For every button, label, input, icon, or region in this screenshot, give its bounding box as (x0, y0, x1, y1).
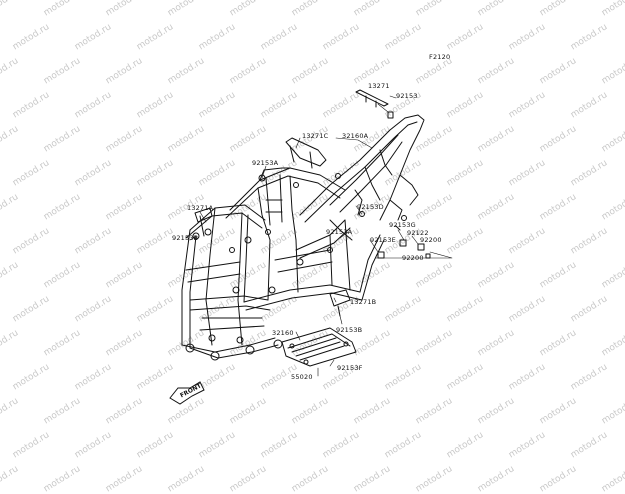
label-92153g: 92153G (389, 221, 416, 229)
label-92153d: 92153D (357, 203, 384, 211)
watermark-text: motod.ru (290, 464, 331, 494)
label-92153b-low: 92153B (336, 326, 363, 334)
label-92122: 92122 (407, 229, 429, 237)
main-upper-tubes (225, 167, 346, 241)
label-92153a-mid: 92153A (326, 228, 353, 236)
label-13271: 13271 (368, 82, 390, 90)
label-32160: 32160 (272, 329, 294, 337)
frame-fittings (185, 173, 407, 361)
label-13271b: 13271B (350, 298, 377, 306)
watermark-text: motod.ru (414, 464, 455, 494)
label-92153: 92153 (396, 92, 418, 100)
watermark-text: motod.ru (104, 464, 145, 494)
watermark-text: motod.ru (42, 464, 83, 494)
bracket-13271c (285, 137, 327, 169)
front-arrow: FRONT (169, 381, 205, 405)
watermark-text: motod.ru (600, 464, 625, 494)
leader-lines (189, 95, 453, 377)
label-92200-b: 92200 (402, 254, 424, 262)
skid-plate-55020 (281, 327, 357, 367)
watermark-text: motod.ru (166, 464, 207, 494)
rear-bracket-13271 (355, 89, 394, 119)
watermark-text: motod.ru (0, 464, 21, 494)
watermark-text: motod.ru (228, 464, 269, 494)
rear-upper-rails (299, 114, 425, 223)
bracket-13271b (329, 289, 351, 317)
watermark-text: motod.ru (538, 464, 579, 494)
label-32160a: 32160A (342, 132, 369, 140)
label-92153e: 92153E (370, 236, 396, 244)
label-13271a: 13271A (187, 204, 214, 212)
label-13271c: 13271C (302, 132, 329, 140)
label-92153b-left: 92153B (172, 234, 199, 242)
frame-line-art: FRONT (169, 89, 453, 405)
bracket-13271a (194, 207, 213, 237)
label-92200-a: 92200 (420, 236, 442, 244)
lower-rails (243, 219, 385, 311)
label-92153a-top: 92153A (252, 159, 279, 167)
diagram-code: F2120 (429, 53, 451, 61)
watermark-text: motod.ru (476, 464, 517, 494)
label-55020: 55020 (291, 373, 313, 381)
front-cage (181, 204, 279, 359)
label-92153f: 92153F (337, 364, 363, 372)
watermark-text: motod.ru (352, 464, 393, 494)
